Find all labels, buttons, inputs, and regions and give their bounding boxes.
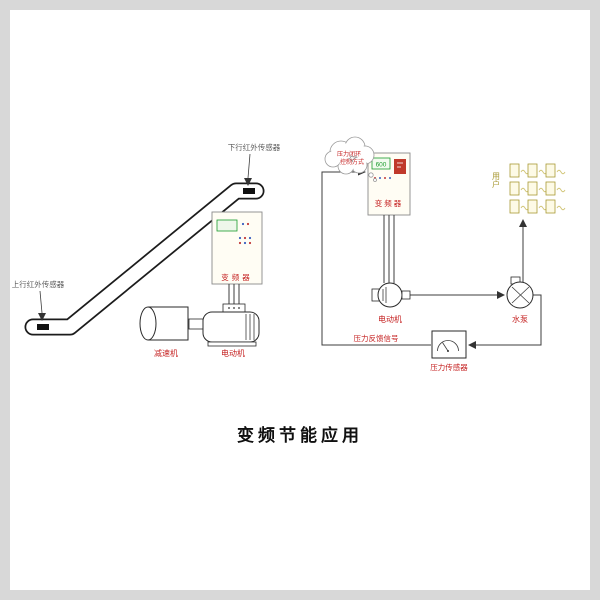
sensor-up-arrow bbox=[38, 290, 46, 321]
inverter-wires-right bbox=[383, 215, 395, 283]
motor-terminal-box bbox=[222, 303, 246, 313]
inverter-keypad-right bbox=[374, 177, 391, 179]
pipe-to-pressure-sensor bbox=[468, 294, 542, 349]
feedback-signal-label: 压力反馈信号 bbox=[354, 333, 399, 343]
motor-label-right: 电动机 bbox=[378, 314, 402, 324]
cloud-text-line2: 控制方式 bbox=[340, 158, 364, 166]
pressure-gauge-icon bbox=[437, 340, 459, 352]
inverter-wires-left bbox=[228, 284, 240, 304]
infrared-sensor-down-icon bbox=[243, 188, 255, 194]
inverter-box-right: 600 变频器 bbox=[367, 152, 411, 216]
motor-base bbox=[207, 341, 257, 347]
motor-label-left: 电动机 bbox=[221, 348, 245, 358]
inverter-box-left: 变频器 bbox=[211, 211, 263, 285]
escalator-motor bbox=[202, 311, 260, 347]
users-grid bbox=[509, 163, 566, 214]
escalator-section: 下行红外传感器 上行红外传感器 变频器 bbox=[12, 142, 281, 358]
inverter-keypad-left bbox=[238, 222, 252, 245]
sensor-up-label: 上行红外传感器 bbox=[12, 279, 65, 289]
inverter-brand-badge bbox=[394, 159, 406, 174]
cloud-bubble: 压力闭环 控制方式 bbox=[324, 136, 377, 182]
sensor-down-label: 下行红外传感器 bbox=[228, 142, 281, 152]
gear-reducer bbox=[139, 306, 204, 341]
cloud-text-line1: 压力闭环 bbox=[337, 150, 361, 158]
page-title: 变频节能应用 bbox=[237, 425, 363, 445]
inverter-display-right bbox=[371, 157, 391, 170]
sensor-down-arrow bbox=[244, 153, 252, 186]
pump-section: 用户 水泵 电动机 压力传感器 压力反馈信号 bbox=[321, 136, 566, 372]
pump-icon bbox=[506, 276, 534, 309]
shaft-coupling bbox=[188, 318, 204, 330]
pressure-sensor-label: 压力传感器 bbox=[430, 362, 468, 372]
infrared-sensor-up-icon bbox=[37, 324, 49, 330]
inverter-display-value: 600 bbox=[376, 162, 387, 169]
pressure-sensor bbox=[431, 330, 467, 359]
pipe-pump-to-users bbox=[519, 219, 527, 283]
inverter-display-left bbox=[216, 219, 238, 232]
reducer-label: 减速机 bbox=[154, 348, 178, 358]
pump-motor bbox=[371, 282, 411, 308]
pipe-motor-to-pump bbox=[410, 291, 505, 299]
inverter-label-right: 变频器 bbox=[375, 198, 404, 208]
users-label: 用户 bbox=[492, 172, 501, 189]
pump-label: 水泵 bbox=[512, 314, 528, 324]
inverter-label-left: 变频器 bbox=[221, 272, 253, 282]
